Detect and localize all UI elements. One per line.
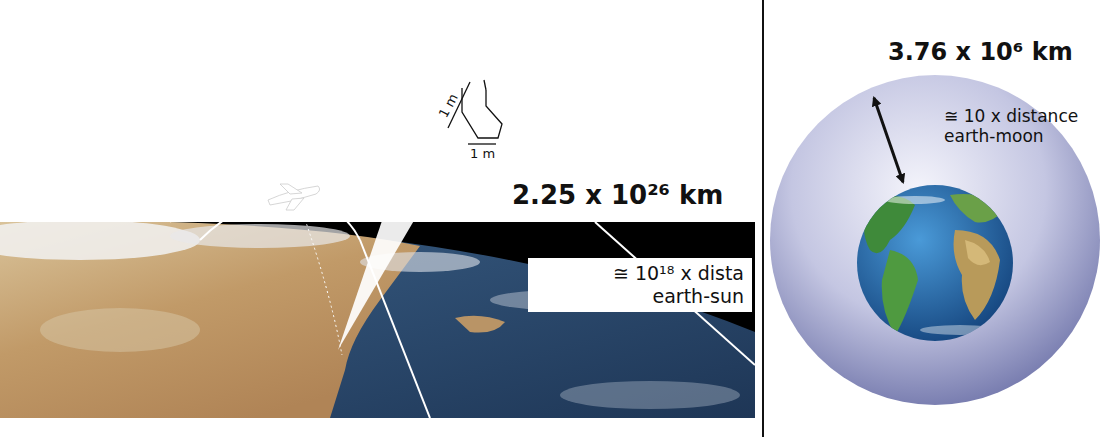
distance-label: 2.25 x 10²⁶ km — [512, 180, 723, 211]
note-box: ≅ 10¹⁸ x dista earth-sun — [528, 258, 752, 312]
distance-arrow — [874, 98, 903, 182]
unit-object — [448, 80, 502, 144]
dimension-label: 1 m — [470, 146, 495, 162]
divider — [762, 0, 764, 437]
distance-label: 3.76 x 10⁶ km — [888, 38, 1073, 67]
airplane — [268, 184, 320, 210]
earth-globe — [857, 185, 1013, 341]
distance-label: ≅ 10 x distance earth-moon — [944, 106, 1102, 147]
callout-wedge — [338, 162, 446, 350]
dimension-label: 1 m — [436, 91, 462, 120]
note-text: ≅ 10¹⁸ x dista earth-sun — [592, 262, 744, 308]
